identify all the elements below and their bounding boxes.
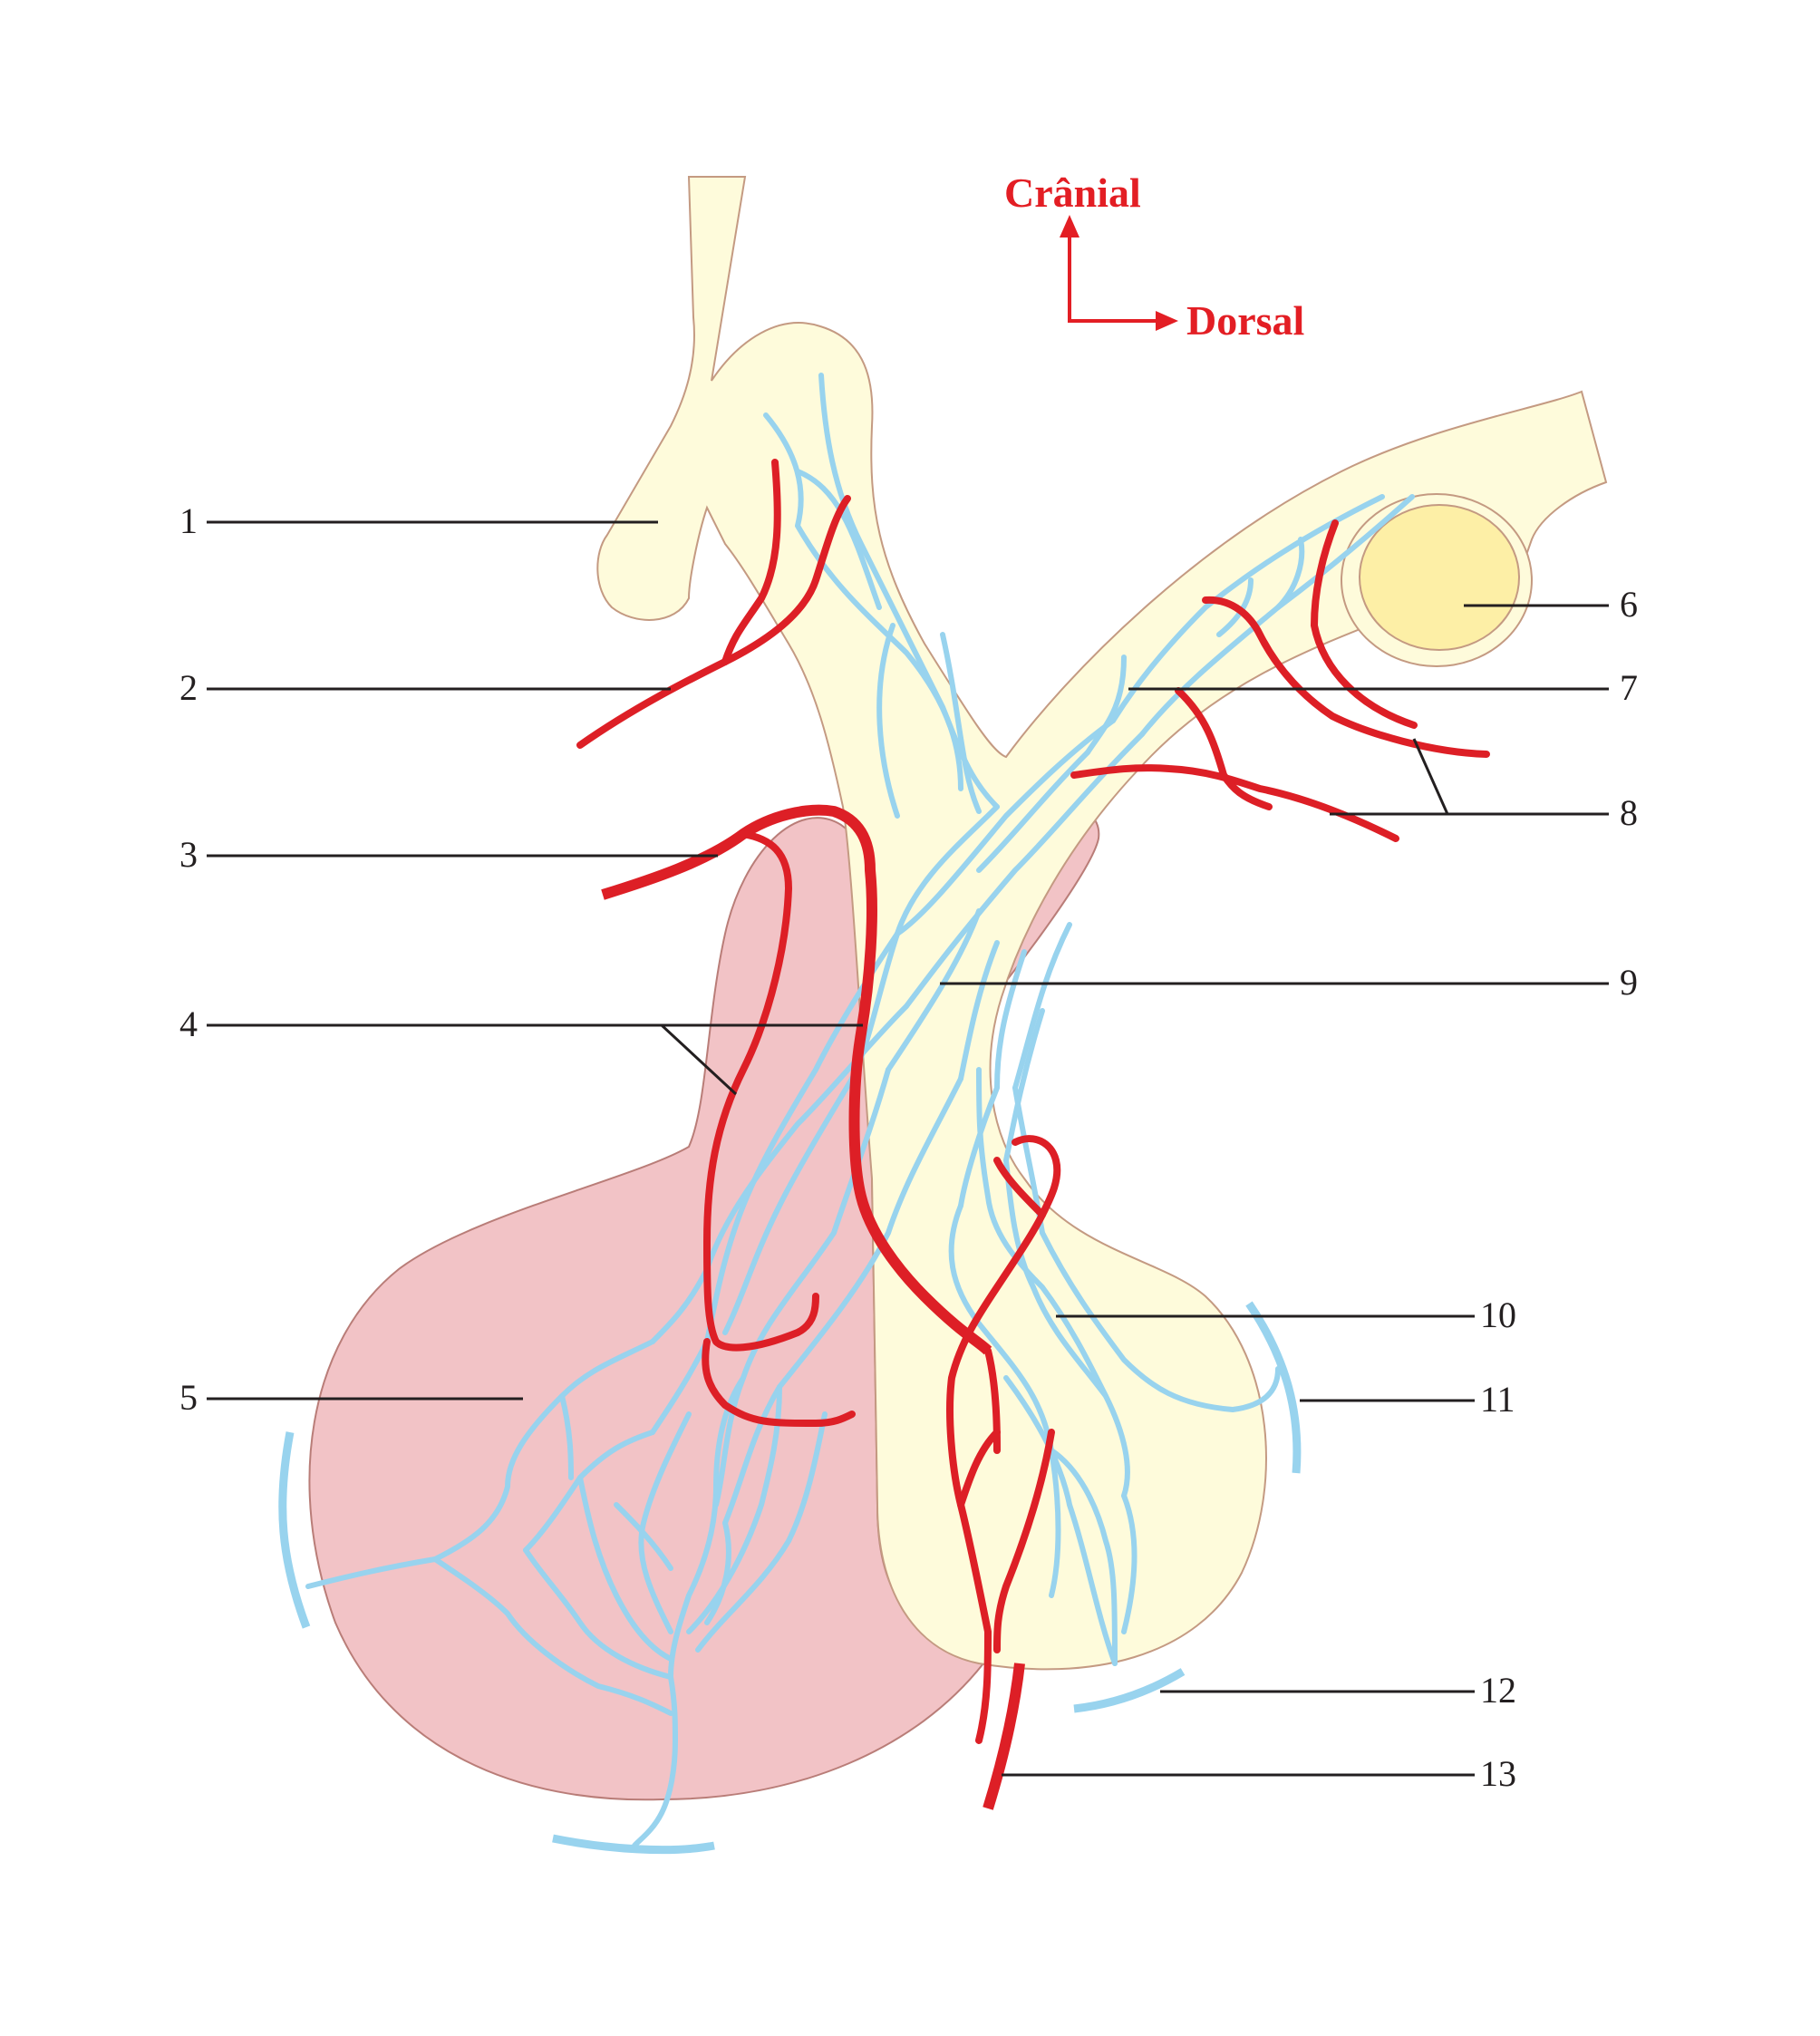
label-13: 13: [1480, 1753, 1516, 1794]
artery-4: [703, 830, 819, 1352]
vein-segment-right: [1245, 1301, 1302, 1474]
label-11: 11: [1480, 1379, 1515, 1420]
label-10: 10: [1480, 1294, 1516, 1335]
label-7: 7: [1620, 667, 1638, 708]
label-12: 12: [1480, 1670, 1516, 1711]
orientation-indicator: Crânial Dorsal: [1004, 170, 1304, 344]
vein-segment-bottom: [552, 1834, 715, 1855]
label-1: 1: [179, 500, 198, 541]
dorsal-arrowhead-icon: [1156, 311, 1178, 331]
cranial-label: Crânial: [1004, 170, 1141, 216]
label-4: 4: [179, 1003, 198, 1044]
leader-4: [207, 1023, 738, 1096]
arteries: [576, 459, 1490, 1810]
label-5: 5: [179, 1377, 198, 1418]
dorsal-label: Dorsal: [1186, 297, 1304, 344]
label-8: 8: [1620, 792, 1638, 833]
label-9: 9: [1620, 962, 1638, 1003]
pineal-gland: [1359, 504, 1520, 651]
artery-8b: [1311, 519, 1418, 729]
vein-segment-lower-right: [1073, 1668, 1186, 1713]
label-2: 2: [179, 667, 198, 708]
cranial-arrowhead-icon: [1060, 215, 1079, 238]
artery-13: [983, 1663, 1025, 1810]
artery-2: [576, 495, 851, 749]
leader-lines: [207, 520, 1609, 1777]
vein-segment-left-edge: [278, 1431, 311, 1629]
number-labels: 1 2 3 4 5 6 7 8 9 10 11 12 13: [179, 500, 1638, 1794]
label-6: 6: [1620, 584, 1638, 625]
label-3: 3: [179, 834, 198, 875]
